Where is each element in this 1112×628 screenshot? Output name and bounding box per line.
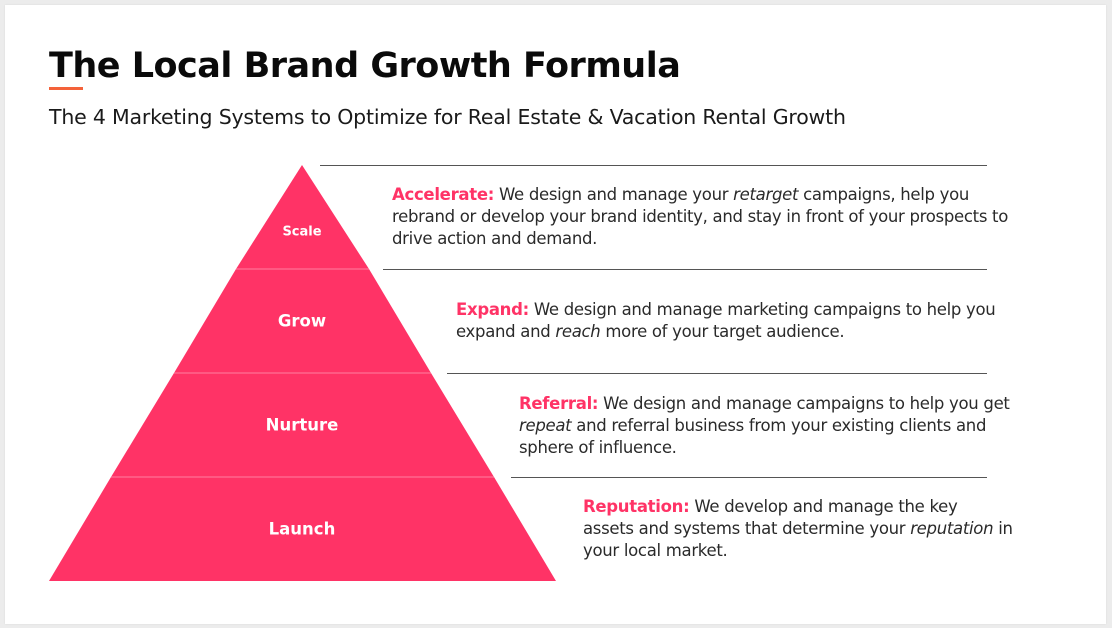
description-text: We develop and manage the key assets and… [583, 497, 958, 538]
divider-line [447, 373, 987, 374]
divider-line [511, 477, 987, 478]
description-text: in your local market. [583, 519, 1013, 560]
keyword-accelerate: Accelerate: [392, 185, 495, 204]
slide-title: The Local Brand Growth Formula [49, 46, 681, 86]
description-emphasis: repeat [519, 416, 572, 435]
pyramid-tier-nurture-label: Nurture [265, 415, 339, 435]
description-referral: Referral: We design and manage campaigns… [519, 393, 1014, 459]
description-reputation: Reputation: We develop and manage the ke… [583, 496, 1013, 562]
pyramid-tier-scale-label: Scale [282, 224, 322, 240]
description-text: We design and manage your [494, 185, 734, 204]
description-accelerate: Accelerate: We design and manage your re… [392, 184, 1017, 250]
description-text: more of your target audience. [600, 322, 845, 341]
description-expand: Expand: We design and manage marketing c… [456, 299, 1001, 343]
pyramid-tier-grow-shape [174, 269, 431, 373]
description-text: and referral business from your existing… [519, 416, 987, 457]
keyword-reputation: Reputation: [583, 497, 690, 516]
description-text: We design and manage campaigns to help y… [598, 394, 1010, 413]
title-accent-underline [49, 87, 83, 90]
description-emphasis: reputation [910, 519, 994, 538]
pyramid-tier-nurture-shape [111, 373, 494, 477]
pyramid-tier-launch-label: Launch [268, 519, 336, 539]
keyword-referral: Referral: [519, 394, 599, 413]
description-emphasis: retarget [733, 185, 799, 204]
pyramid-tier-scale-shape [236, 165, 369, 269]
keyword-expand: Expand: [456, 300, 529, 319]
description-text: campaigns, help you rebrand or develop y… [392, 185, 1009, 248]
description-emphasis: reach [555, 322, 601, 341]
slide-subtitle: The 4 Marketing Systems to Optimize for … [49, 105, 846, 129]
pyramid-tier-grow-label: Grow [277, 311, 327, 331]
divider-line [320, 165, 987, 166]
description-text: We design and manage marketing campaigns… [456, 300, 996, 341]
divider-line [383, 269, 987, 270]
pyramid-tier-launch-shape [49, 477, 556, 581]
